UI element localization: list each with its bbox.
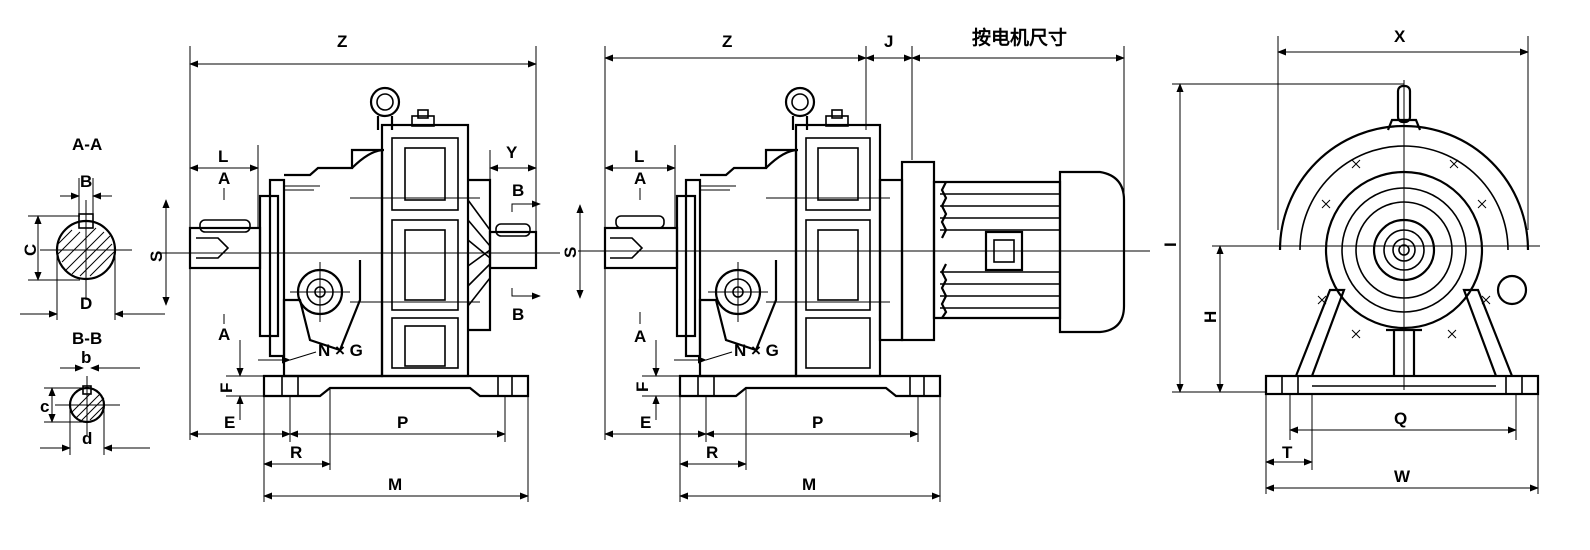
label-i: I [1161,242,1180,247]
label-t: T [1282,443,1293,462]
label-a-2-bottom: A [634,327,646,346]
label-m-1: M [388,475,402,494]
label-f-1: F [217,383,236,393]
label-p-1: P [397,413,408,432]
label-w: W [1394,467,1411,486]
label-s-1: S [147,251,166,262]
label-y: Y [506,143,518,162]
label-a-1-bottom: A [218,325,230,344]
label-l-1: L [218,147,228,166]
label-b-1-bottom: B [512,305,524,324]
label-m-2: M [802,475,816,494]
label-c-lower: c [40,397,49,416]
label-q: Q [1394,409,1407,428]
label-s-2: S [561,247,580,258]
label-p-2: P [812,413,823,432]
label-r-2: R [706,443,718,462]
label-c-upper: C [21,244,40,256]
label-ng-2: N × G [734,341,779,360]
label-e-2: E [640,413,651,432]
reducer-side-view-with-motor: Z J 按电机尺寸 L A A S [561,26,1150,502]
label-r-1: R [290,443,302,462]
label-x: X [1394,27,1406,46]
label-j: J [884,32,893,51]
reducer-side-view-double-shaft: Z L A A S [147,32,560,502]
label-a-2-top: A [634,169,646,188]
label-motor-dim: 按电机尺寸 [972,26,1067,49]
label-b-lower: b [81,348,91,367]
reducer-end-view: X [1161,27,1540,494]
label-aa: A-A [72,135,102,154]
label-ng-1: N × G [318,341,363,360]
label-b-1-top: B [512,181,524,200]
label-e-1: E [224,413,235,432]
label-a-1-top: A [218,169,230,188]
label-z-2: Z [722,32,732,51]
label-h: H [1201,311,1220,323]
label-f-2: F [633,382,652,392]
label-d-upper: D [80,294,92,313]
section-aa-view: A-A B C D [20,135,165,320]
label-b-upper: B [80,172,92,191]
section-bb-view: B-B b c d [40,329,150,455]
label-d-lower: d [82,429,92,448]
label-z-1: Z [337,32,347,51]
label-l-2: L [634,147,644,166]
label-bb: B-B [72,329,102,348]
